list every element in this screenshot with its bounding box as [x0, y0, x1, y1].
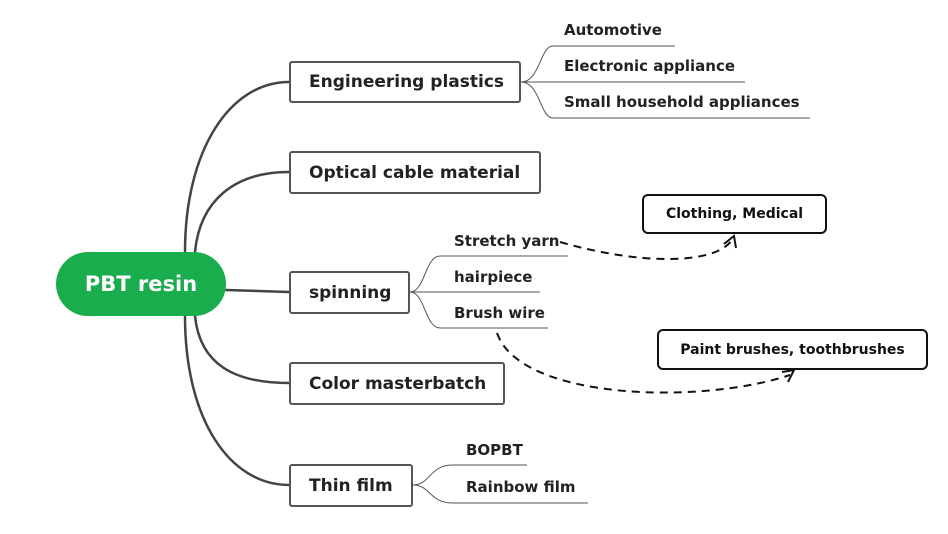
branch-thin-film[interactable]: Thin film: [289, 464, 413, 507]
link-root-color: [193, 314, 291, 385]
link-spin-yarn: [409, 255, 568, 293]
arrowhead-paint: [781, 368, 796, 383]
callout-clothing-medical[interactable]: Clothing, Medical: [642, 194, 827, 234]
dashed-link-yarn-clothing: [559, 239, 733, 260]
link-root-optical: [193, 170, 291, 254]
leaf-small-household-appliances[interactable]: Small household appliances: [564, 93, 800, 111]
branch-color-masterbatch[interactable]: Color masterbatch: [289, 362, 505, 405]
branch-label: spinning: [309, 282, 392, 303]
branch-label: Thin film: [309, 475, 393, 496]
callout-label: Clothing, Medical: [665, 206, 804, 222]
leaf-rainbow-film[interactable]: Rainbow film: [466, 478, 576, 496]
branch-label: Engineering plastics: [309, 72, 505, 92]
leaf-electronic-appliance[interactable]: Electronic appliance: [564, 57, 736, 75]
leaf-hairpiece[interactable]: hairpiece: [454, 268, 533, 286]
leaf-stretch-yarn[interactable]: Stretch yarn: [454, 232, 560, 250]
link-root-film: [183, 314, 291, 487]
link-film-rainbow: [412, 484, 588, 504]
link-root-engineering: [183, 80, 291, 254]
leaf-automotive[interactable]: Automotive: [564, 21, 662, 39]
branch-label: Optical cable material: [309, 162, 521, 183]
arrowhead-clothing: [723, 234, 737, 249]
leaf-brush-wire[interactable]: Brush wire: [454, 304, 545, 322]
root-node[interactable]: PBT resin: [56, 252, 226, 316]
link-root-spinning: [224, 288, 291, 294]
branch-engineering-plastics[interactable]: Engineering plastics: [289, 61, 521, 103]
callout-paint-brushes[interactable]: Paint brushes, toothbrushes: [657, 329, 928, 370]
dashed-link-brush-paint: [496, 332, 791, 394]
branch-label: Color masterbatch: [309, 373, 487, 394]
link-eng-household: [520, 81, 810, 119]
link-eng-automotive: [520, 45, 675, 83]
root-label: PBT resin: [84, 272, 198, 296]
branch-optical-cable-material[interactable]: Optical cable material: [289, 151, 541, 194]
link-film-bopbt: [412, 464, 527, 486]
leaf-bopbt[interactable]: BOPBT: [466, 441, 523, 459]
branch-spinning[interactable]: spinning: [289, 271, 410, 314]
callout-label: Paint brushes, toothbrushes: [680, 341, 905, 358]
link-spin-brush: [409, 291, 548, 329]
